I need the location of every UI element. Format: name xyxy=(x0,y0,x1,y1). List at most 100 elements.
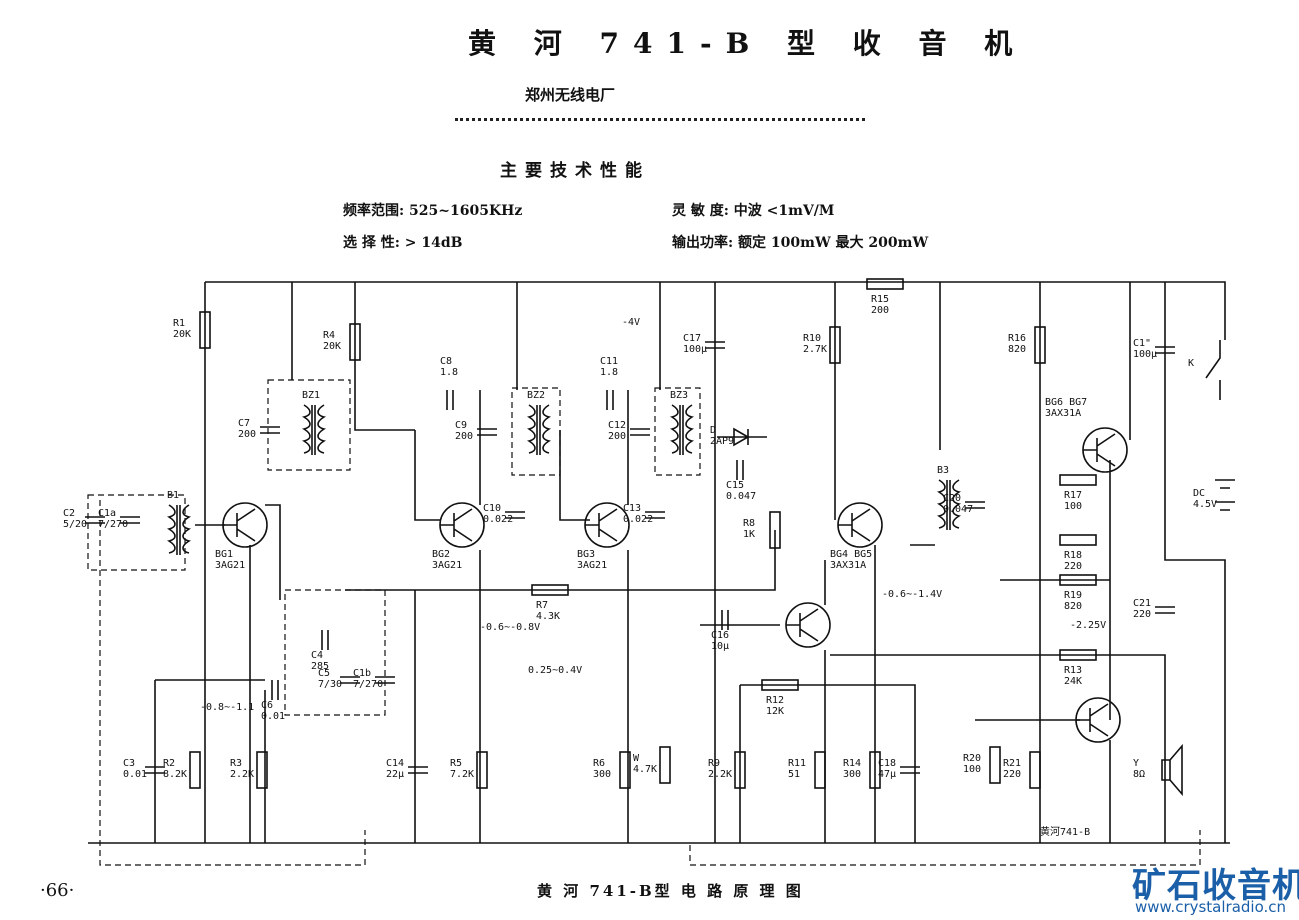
component-value: 1.8 xyxy=(600,367,618,378)
component-ref: C21 xyxy=(1133,598,1151,609)
resistor-symbol xyxy=(734,751,746,789)
switch-symbol xyxy=(1205,340,1221,400)
voltage-label: -4V xyxy=(622,317,640,328)
component-ref: R19 xyxy=(1064,590,1082,601)
specs-heading: 主要技术性能 xyxy=(500,161,650,181)
component-ref: C10 xyxy=(483,503,501,514)
component-value: 200 xyxy=(455,431,473,442)
component-value: 20K xyxy=(323,341,341,352)
resistor-symbol xyxy=(1034,326,1046,364)
component-b3: B3 xyxy=(936,465,962,530)
component-ref: B3 xyxy=(937,465,949,476)
component-value: 3AG21 xyxy=(577,560,607,571)
component-value: 4.3K xyxy=(536,611,560,622)
resistor-symbol xyxy=(866,278,904,290)
component-value: 0.01 xyxy=(123,769,147,780)
component-ref: R5 xyxy=(450,758,462,769)
transformer-symbol xyxy=(526,404,552,455)
resistor-symbol xyxy=(814,751,826,789)
component-ref: R16 xyxy=(1008,333,1026,344)
component-ref: C20 xyxy=(943,493,961,504)
capacitor-symbol xyxy=(606,390,614,410)
capacitor-symbol xyxy=(446,390,454,410)
component-value: 5/20 xyxy=(63,519,87,530)
resistor-symbol xyxy=(199,311,211,349)
component-c6: C60.01 xyxy=(261,680,285,722)
component-value: 220 xyxy=(1133,609,1151,620)
capacitor-symbol xyxy=(1155,346,1175,354)
component-ref: R15 xyxy=(871,294,889,305)
component-ref: D xyxy=(710,425,716,436)
component-ref: BG2 xyxy=(432,549,450,560)
component-value: 100 xyxy=(1064,501,1082,512)
component-w: W4.7K xyxy=(633,746,671,784)
component-value: 0.022 xyxy=(623,514,653,525)
resistor-symbol xyxy=(1059,649,1097,661)
component-value: 0.01 xyxy=(261,711,285,722)
component-value: 0.047 xyxy=(726,491,756,502)
component-bz1: BZ1 xyxy=(301,390,327,455)
component-ref: R21 xyxy=(1003,758,1021,769)
transformer-symbol xyxy=(936,479,962,530)
component-r5: R57.2K xyxy=(450,751,488,789)
component-value: 220 xyxy=(1003,769,1021,780)
capacitor-symbol xyxy=(1155,606,1175,614)
resistor-symbol xyxy=(256,751,268,789)
component-ref: R7 xyxy=(536,600,548,611)
component-ref: C5 xyxy=(318,668,330,679)
resistor-symbol xyxy=(1029,751,1041,789)
resistor-symbol xyxy=(1059,474,1097,486)
capacitor-symbol xyxy=(120,516,140,524)
component-value: 300 xyxy=(593,769,611,780)
spec-output-power: 输出功率: 额定 100mW 最大 200mW xyxy=(672,235,929,251)
component-value: 7/270 xyxy=(353,679,383,690)
capacitor-symbol xyxy=(85,516,105,524)
component-ref: C12 xyxy=(608,420,626,431)
transistor-symbol xyxy=(785,602,831,648)
component-ref: R17 xyxy=(1064,490,1082,501)
capacitor-symbol xyxy=(145,766,165,774)
component-value: 2AP9 xyxy=(710,436,734,447)
component-ref: R6 xyxy=(593,758,605,769)
capacitor-symbol xyxy=(965,501,985,509)
component-value: 3AX31A xyxy=(830,560,866,571)
component-value: 2.2K xyxy=(230,769,254,780)
component-ref: R3 xyxy=(230,758,242,769)
capacitor-symbol xyxy=(408,766,428,774)
component-r3: R32.2K xyxy=(230,751,268,789)
resistor-symbol xyxy=(1059,574,1097,586)
component-value: 1.8 xyxy=(440,367,458,378)
transistor-symbol xyxy=(1075,697,1121,743)
resistor-symbol xyxy=(989,746,1001,784)
component-value: 285 xyxy=(311,661,329,672)
wires xyxy=(87,281,1230,866)
component-value: 820 xyxy=(1064,601,1082,612)
component-ref: C15 xyxy=(726,480,744,491)
component-value: 12K xyxy=(766,706,784,717)
component-ref: BZ1 xyxy=(302,390,320,401)
component-value: 2.7K xyxy=(803,344,827,355)
component-value: 47μ xyxy=(878,769,896,780)
component-value: 8Ω xyxy=(1133,769,1145,780)
component-value: 820 xyxy=(1008,344,1026,355)
component-bz3: BZ3 xyxy=(669,390,695,455)
component-r9: R92.2K xyxy=(708,751,746,789)
voltage-label: -0.6~-1.4V xyxy=(882,589,942,600)
component-value: 100μ xyxy=(1133,349,1157,360)
capacitor-symbol xyxy=(477,428,497,436)
watermark-url: www.crystalradio.cn xyxy=(1135,898,1287,916)
component-ref: R2 xyxy=(163,758,175,769)
